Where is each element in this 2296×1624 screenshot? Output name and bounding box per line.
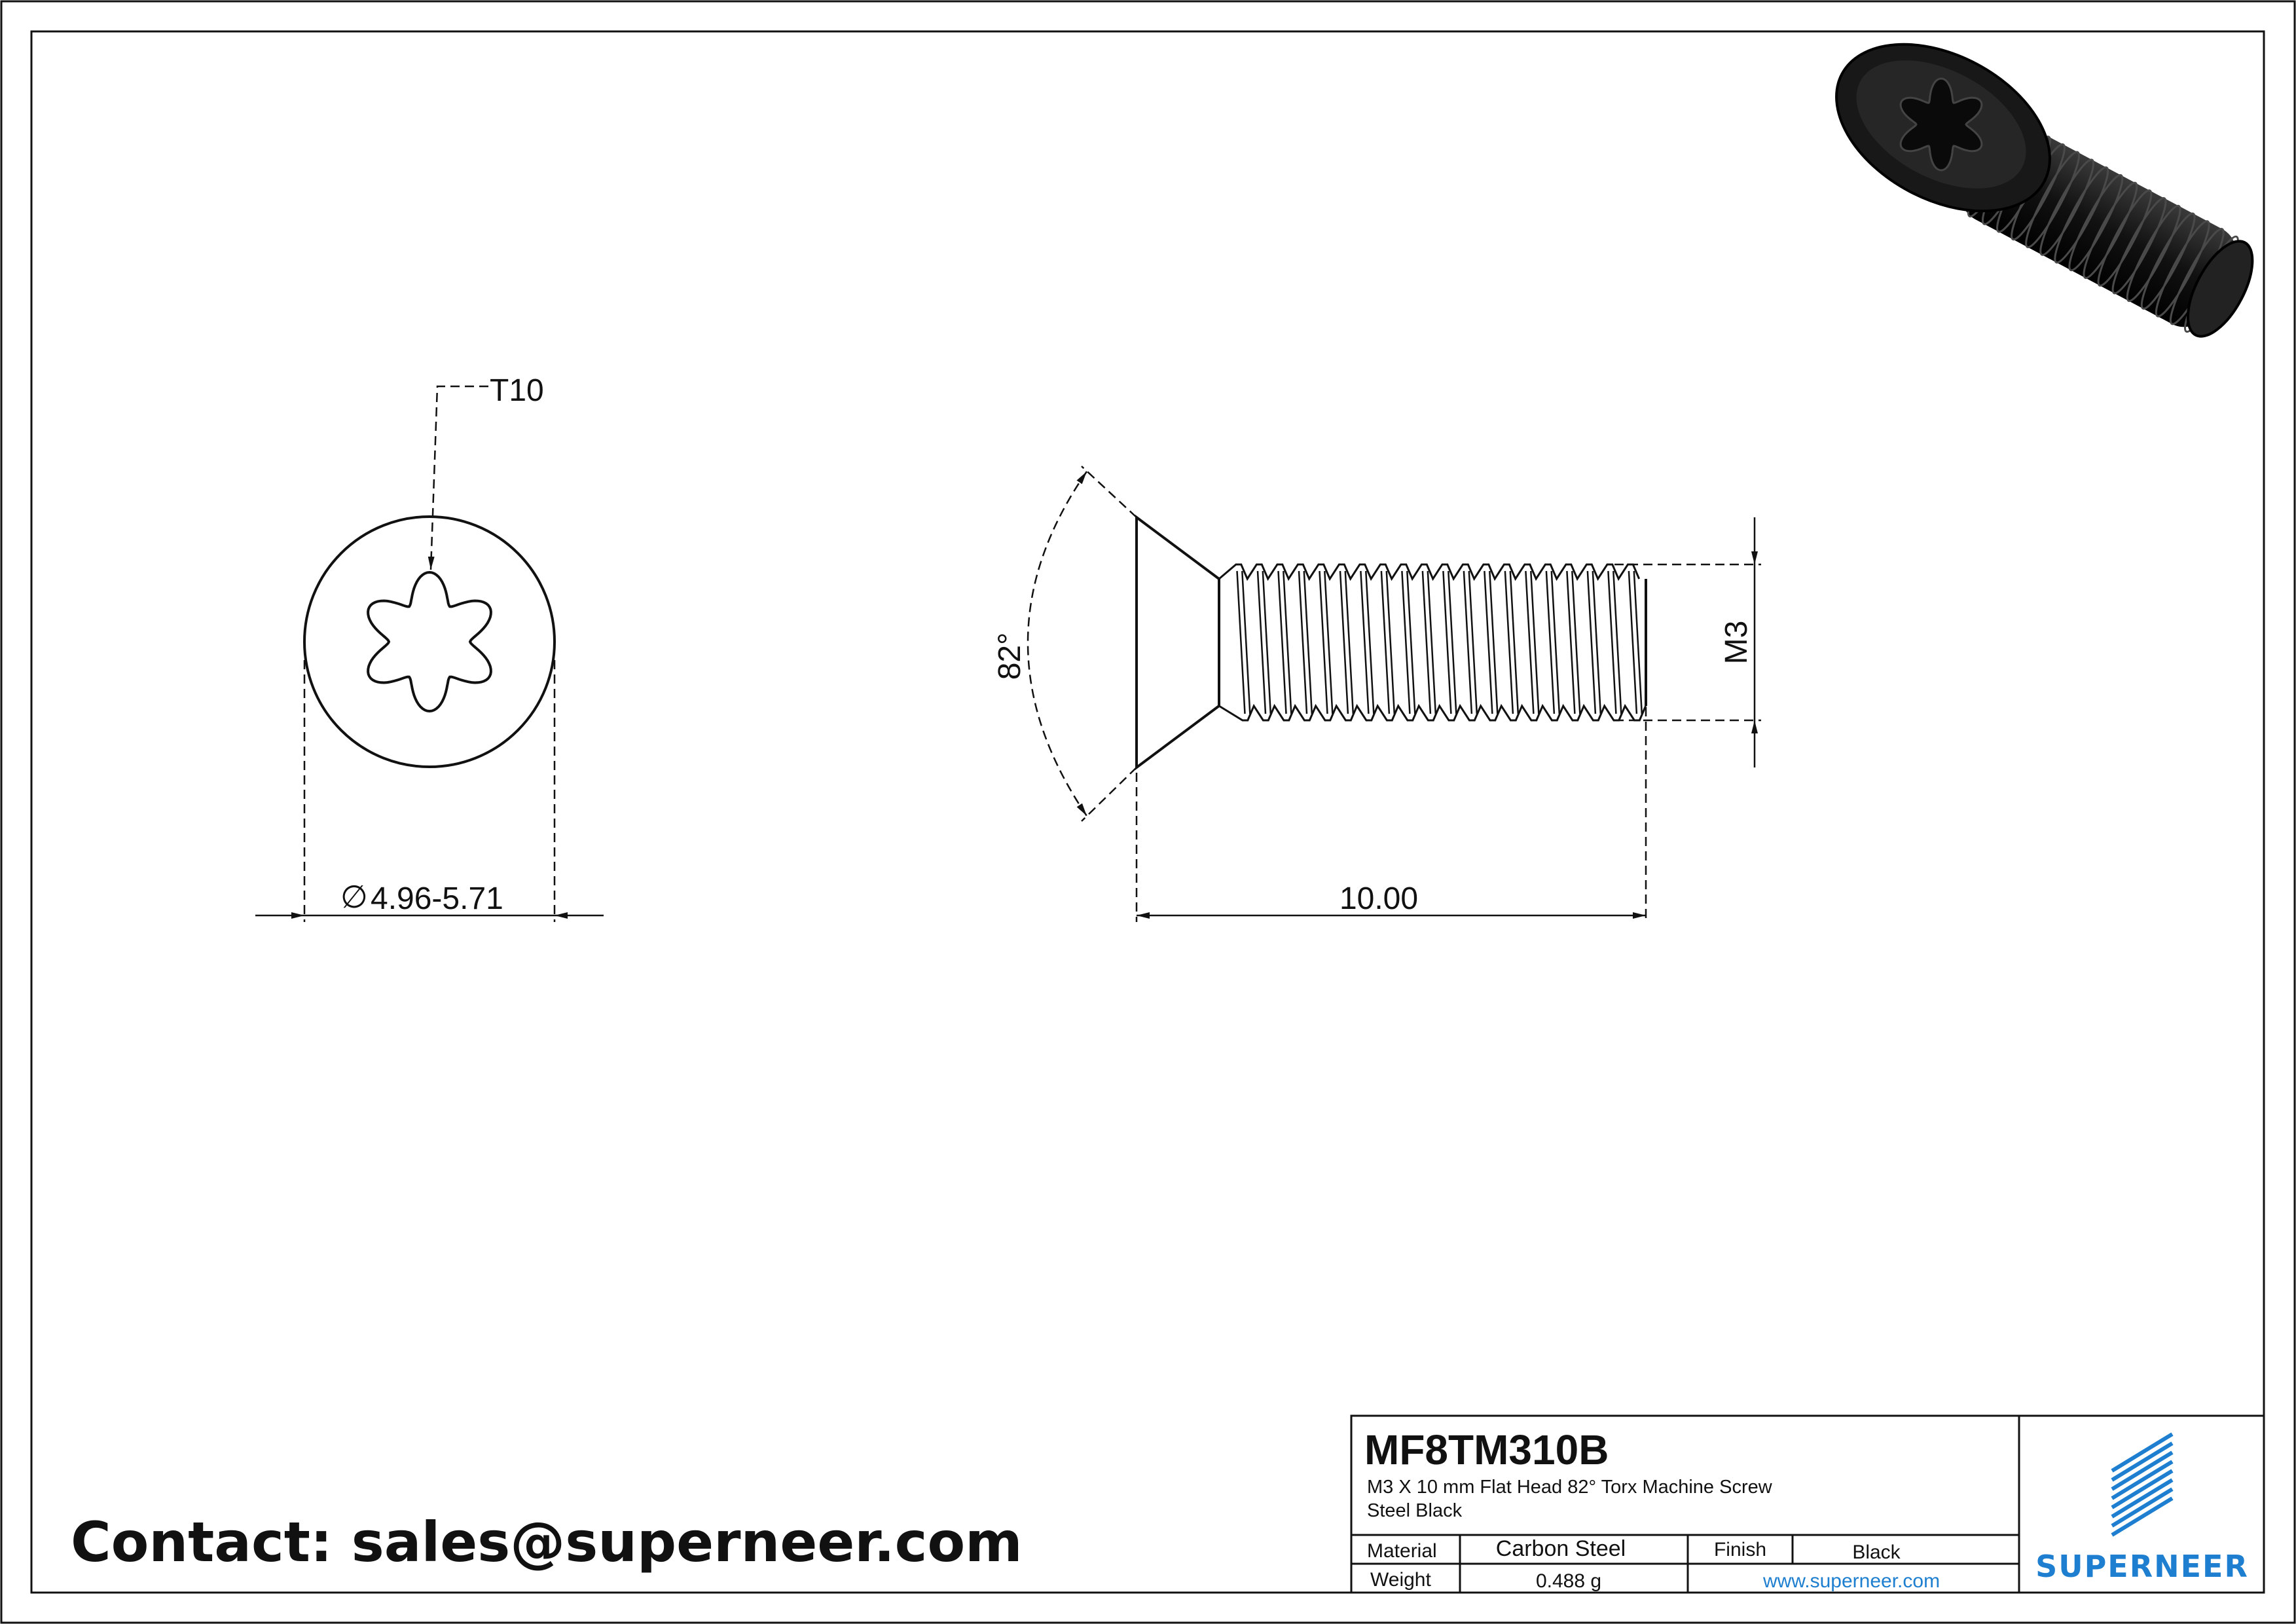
finish-label: Finish <box>1714 1539 1766 1560</box>
length-label: 10.00 <box>1339 881 1418 916</box>
contact-text: Contact: sales@superneer.com <box>71 1510 1023 1574</box>
part-number: MF8TM310B <box>1364 1426 1609 1473</box>
thread-profile <box>1218 563 1647 722</box>
website-link[interactable]: www.superneer.com <box>1762 1570 1940 1592</box>
description-line1: M3 X 10 mm Flat Head 82° Torx Machine Sc… <box>1367 1477 1773 1498</box>
inner-border <box>30 30 2265 1594</box>
weight-label: Weight <box>1370 1569 1431 1591</box>
front-view: T10 ∅ 4.96-5.71 <box>255 373 604 922</box>
description-line2: Steel Black <box>1367 1500 1463 1521</box>
superneer-logo-icon <box>2111 1432 2174 1537</box>
drive-callout: T10 <box>490 373 544 408</box>
angle-ext-top <box>1081 466 1137 518</box>
t10-leader <box>428 385 488 570</box>
head-angle-label: 82° <box>993 633 1027 680</box>
side-view: 82° M3 10.00 <box>993 466 1761 922</box>
countersunk-head <box>1135 515 1220 770</box>
material-label: Material <box>1367 1540 1437 1562</box>
weight-value: 0.488 g <box>1536 1570 1601 1592</box>
angle-ext-bottom <box>1081 767 1137 822</box>
diameter-symbol: ∅ <box>340 880 368 915</box>
angle-arc <box>1027 471 1088 817</box>
head-diameter-label: 4.96-5.71 <box>371 881 503 916</box>
material-value: Carbon Steel <box>1496 1536 1626 1561</box>
torx-drive-icon <box>367 570 492 713</box>
logo-text: SUPERNEER <box>2035 1549 2249 1584</box>
thread-size-label: M3 <box>1719 621 1754 665</box>
head-outline <box>303 515 556 768</box>
title-block: MF8TM310B M3 X 10 mm Flat Head 82° Torx … <box>1350 1414 2265 1594</box>
finish-value: Black <box>1852 1541 1901 1563</box>
screw-render-image <box>1835 43 2254 338</box>
